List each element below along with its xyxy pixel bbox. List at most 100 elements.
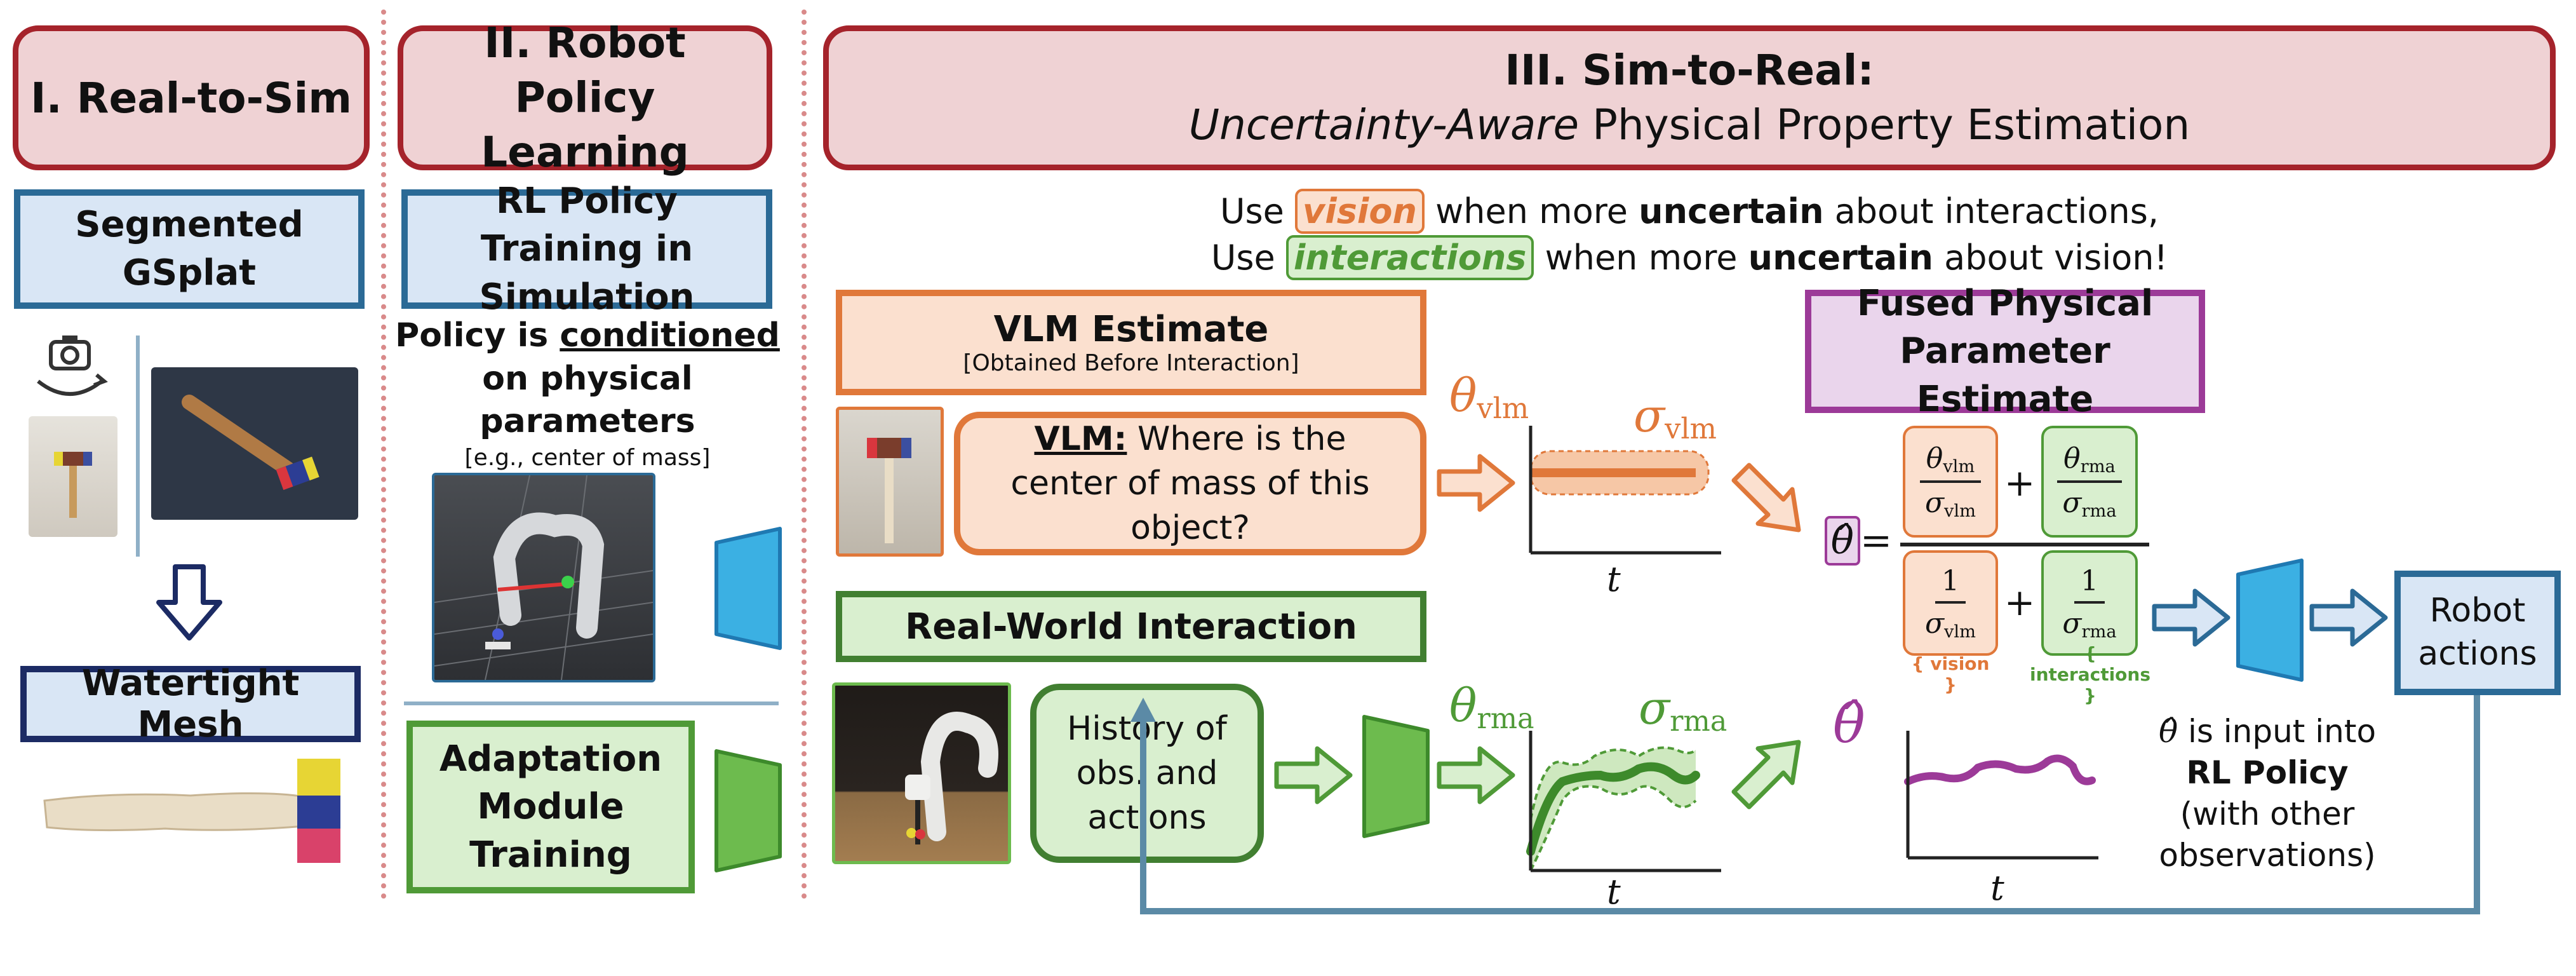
input-note-line1: θ̂ is input into bbox=[2159, 711, 2376, 752]
vlm-input-photo bbox=[836, 407, 944, 557]
numerator-vlm-term: θvlm σvlm bbox=[1903, 426, 1998, 538]
numerator-rma-den: σrma bbox=[2056, 483, 2123, 521]
adaptation-network-icon bbox=[714, 749, 782, 872]
policy-conditioned-line1: Policy is conditioned bbox=[395, 315, 780, 358]
denominator-rma-den: σrma bbox=[2056, 604, 2123, 642]
separator-1 bbox=[381, 10, 386, 899]
theta-vlm-sub: vlm bbox=[1477, 392, 1529, 426]
subtitle-about1: about interactions, bbox=[1823, 191, 2159, 232]
header-real-to-sim: I. Real-to-Sim bbox=[13, 25, 370, 170]
num-sigma-vlm: σ bbox=[1924, 487, 1945, 519]
theta-vlm-label: θvlm bbox=[1449, 369, 1529, 425]
watertight-mesh-image bbox=[43, 759, 340, 863]
separator-2 bbox=[802, 10, 807, 899]
gsplat-divider bbox=[136, 336, 140, 557]
vision-brace-text: { vision } bbox=[1911, 653, 1990, 695]
real-world-interaction-box: Real-World Interaction bbox=[836, 591, 1426, 662]
header-physical-property: Physical Property Estimation bbox=[1579, 100, 2190, 149]
policy-is-text: Policy is bbox=[395, 316, 560, 355]
sigma-vlm-sub: vlm bbox=[1665, 412, 1717, 446]
rma-estimate-plot bbox=[1526, 731, 1721, 872]
subtitle-when2: when more bbox=[1534, 238, 1748, 278]
plus-sign-top: + bbox=[2004, 461, 2036, 505]
real-adaptation-network-icon bbox=[1362, 715, 1430, 838]
sigma-rma-label: σrma bbox=[1639, 681, 1727, 738]
vlm-estimate-box: VLM Estimate [Obtained Before Interactio… bbox=[836, 290, 1426, 395]
vlm-plot-t-label: t bbox=[1607, 559, 1621, 599]
segmented-gsplat-box: Segmented GSplat bbox=[14, 189, 365, 309]
subtitle-when1: when more bbox=[1424, 191, 1639, 232]
subtitle-line1: Use vision when more uncertain about int… bbox=[1220, 189, 2159, 235]
policy-conditioned-note: Policy is conditioned on physical parame… bbox=[394, 316, 781, 471]
down-arrow-icon bbox=[156, 564, 222, 640]
rma-plot-t-label: t bbox=[1607, 872, 1621, 912]
vision-badge: vision bbox=[1295, 189, 1425, 234]
den-sigma-vlm-sub: vlm bbox=[1944, 621, 1976, 642]
right-arrow-icon bbox=[1437, 454, 1515, 512]
subtitle-uncertain1: uncertain bbox=[1639, 191, 1824, 232]
den-sigma-rma: σ bbox=[2062, 607, 2082, 640]
watertight-mesh-label: Watertight Mesh bbox=[81, 663, 300, 745]
header-uncertainty-aware: Uncertainty-Aware bbox=[1188, 100, 1580, 149]
robot-actions-box: Robot actions bbox=[2394, 571, 2561, 695]
denominator-rma-term: 1 σrma bbox=[2041, 550, 2138, 656]
denominator-vlm-term: 1 σvlm bbox=[1903, 550, 1998, 656]
subtitle-use1: Use bbox=[1219, 191, 1296, 232]
robot-actions-label: Robot actions bbox=[2418, 592, 2537, 673]
camera-icon bbox=[37, 336, 108, 396]
vlm-estimate-note: [Obtained Before Interaction] bbox=[963, 350, 1299, 376]
input-note-theta-hat: θ̂ bbox=[2158, 713, 2178, 750]
feedback-loop-arrow-icon bbox=[1130, 695, 2480, 914]
num-sigma-rma-sub: rma bbox=[2081, 501, 2117, 521]
on-physical-parameters-text: on physical parameters bbox=[480, 359, 695, 441]
interactions-brace-label: { interactions } bbox=[2030, 643, 2150, 706]
header-sim-to-real-line1: III. Sim-to-Real: bbox=[1505, 46, 1874, 95]
num-theta-rma: θ bbox=[2063, 442, 2081, 475]
num-theta-vlm-sub: vlm bbox=[1943, 457, 1975, 477]
hammer-photo-small bbox=[29, 416, 117, 537]
fusion-to-policy-arrow-icon bbox=[2152, 588, 2231, 647]
theta-rma-sub: rma bbox=[1477, 702, 1534, 736]
simulation-render-image bbox=[432, 473, 655, 682]
input-note-line1-text: is input into bbox=[2178, 713, 2377, 750]
theta-hat-lhs: θ̂= bbox=[1814, 512, 1903, 569]
interactions-brace-text: { interactions } bbox=[2029, 642, 2151, 706]
rl-policy-training-label: RL Policy Training in Simulation bbox=[479, 180, 695, 318]
denominator-rma-num: 1 bbox=[2074, 565, 2105, 604]
num-sigma-vlm-sub: vlm bbox=[1944, 501, 1976, 521]
denominator-vlm-frac: 1 σvlm bbox=[1919, 565, 1982, 642]
vlm-estimate-plot bbox=[1529, 426, 1721, 555]
header-sim-to-real-line2: Uncertainty-Aware Physical Property Esti… bbox=[1189, 98, 2190, 152]
vlm-prefix: VLM: bbox=[1034, 419, 1127, 458]
sigma-rma-sub: rma bbox=[1670, 705, 1727, 738]
vision-brace-word: vision bbox=[1930, 653, 1990, 674]
input-note-other-obs: (with other observations) bbox=[2159, 796, 2376, 874]
subtitle-line2: Use interactions when more uncertain abo… bbox=[1211, 235, 2168, 281]
adaptation-module-label: Adaptation Module Training bbox=[439, 738, 662, 876]
vlm-question: Where is the center of mass of this obje… bbox=[1010, 419, 1370, 548]
conditioned-text: conditioned bbox=[560, 316, 780, 355]
theta-vlm-symbol: θ bbox=[1449, 369, 1477, 422]
adaptation-to-plot-arrow-icon bbox=[1437, 746, 1515, 804]
denominator-rma-frac: 1 σrma bbox=[2056, 565, 2123, 642]
adaptation-module-box: Adaptation Module Training bbox=[406, 721, 695, 893]
header-policy-learning: II. Robot Policy Learning bbox=[398, 18, 772, 177]
numerator-rma-num: θrma bbox=[2057, 442, 2122, 483]
subtitle: Use vision when more uncertain about int… bbox=[1169, 184, 2210, 286]
interactions-brace-word: interactions bbox=[2029, 663, 2151, 685]
numerator-rma-term: θrma σrma bbox=[2041, 426, 2138, 538]
fused-estimate-box: Fused Physical Parameter Estimate bbox=[1805, 283, 2205, 420]
fraction-bar bbox=[1900, 543, 2149, 546]
denominator-vlm-den: σvlm bbox=[1919, 604, 1982, 642]
policy-adaptation-divider bbox=[404, 702, 779, 705]
subtitle-about2: about vision! bbox=[1933, 238, 2168, 278]
theta-rma-label: θrma bbox=[1449, 679, 1534, 735]
final-policy-network-icon bbox=[2236, 559, 2304, 682]
num-theta-vlm: θ bbox=[1926, 442, 1943, 475]
fused-plot-t-label: t bbox=[1990, 868, 2004, 908]
watertight-mesh-box: Watertight Mesh bbox=[20, 663, 361, 745]
real-robot-photo bbox=[832, 682, 1011, 864]
vlm-to-fusion-arrow-icon bbox=[1731, 463, 1801, 532]
vision-brace-label: { vision } bbox=[1903, 653, 1998, 695]
interactions-badge: interactions bbox=[1285, 235, 1534, 280]
